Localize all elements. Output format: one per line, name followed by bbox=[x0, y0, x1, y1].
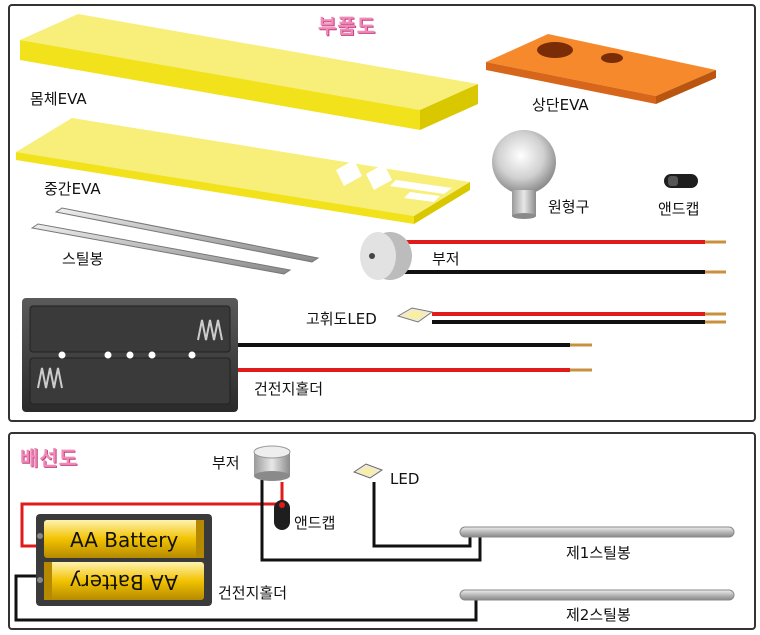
wiring-rod-1 bbox=[459, 526, 735, 538]
steel-rods-part bbox=[30, 207, 320, 275]
rod-1-label: 제1스틸봉 bbox=[566, 544, 631, 562]
middle-eva-part bbox=[16, 118, 470, 224]
end-cap-part bbox=[664, 174, 698, 188]
wiring-diagram-panel bbox=[8, 432, 756, 630]
wiring-battery-holder-label: 건전지홀더 bbox=[218, 584, 288, 602]
battery-holder-label: 건전지홀더 bbox=[254, 380, 324, 398]
middle-eva-label: 중간EVA bbox=[44, 180, 101, 198]
bulb-label: 원형구 bbox=[548, 198, 590, 216]
rod-2-label: 제2스틸봉 bbox=[566, 606, 631, 624]
battery-2-label: AA Battery bbox=[69, 570, 178, 594]
parts-diagram-title: 부품도 bbox=[318, 14, 377, 38]
wiring-led-label: LED bbox=[390, 470, 420, 488]
wiring-lines bbox=[14, 480, 482, 622]
body-eva-label: 몸체EVA bbox=[30, 90, 87, 108]
wiring-end-cap bbox=[274, 500, 290, 530]
buzzer-part bbox=[360, 232, 726, 280]
wiring-diagram-title: 배선도 bbox=[20, 446, 79, 470]
wiring-buzzer bbox=[253, 445, 291, 481]
battery-1-label: AA Battery bbox=[70, 528, 179, 552]
wiring-buzzer-label: 부저 bbox=[212, 454, 240, 472]
battery-holder-part bbox=[22, 298, 592, 412]
wiring-led bbox=[352, 463, 384, 479]
bulb-part bbox=[492, 130, 556, 219]
end-cap-label: 앤드캡 bbox=[658, 200, 700, 218]
parts-diagram-panel bbox=[8, 4, 756, 422]
wiring-end-cap-label: 앤드캡 bbox=[294, 514, 336, 532]
wiring-battery-holder bbox=[36, 514, 212, 606]
top-eva-part bbox=[486, 34, 716, 104]
led-part bbox=[396, 307, 726, 324]
wiring-rod-2 bbox=[459, 589, 735, 601]
steel-rod-label: 스틸봉 bbox=[62, 250, 104, 268]
buzzer-label: 부저 bbox=[432, 250, 460, 268]
led-label: 고휘도LED bbox=[306, 310, 377, 328]
top-eva-label: 상단EVA bbox=[532, 96, 589, 114]
body-eva-part bbox=[20, 14, 478, 130]
